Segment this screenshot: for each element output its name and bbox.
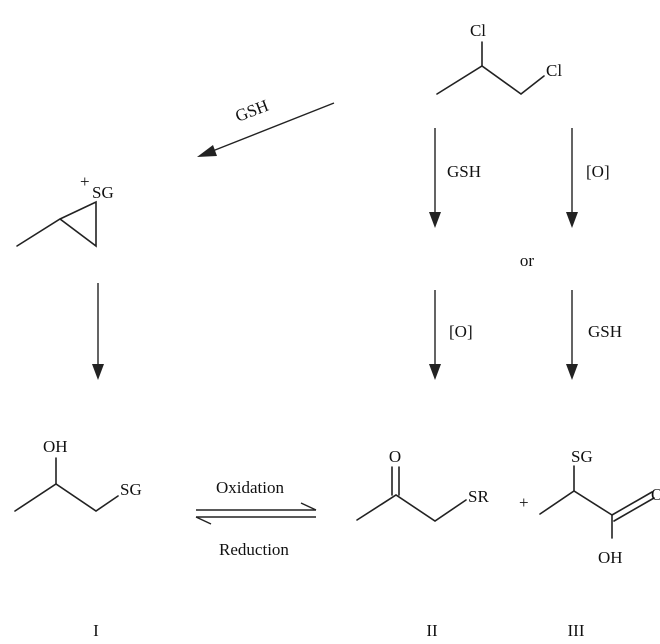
- plus-sign: +: [519, 493, 529, 512]
- equilibrium-arrows: Oxidation Reduction: [195, 478, 317, 559]
- arrow-gsh-left-head: [197, 145, 217, 157]
- product-III-carbonyl-b: [613, 497, 655, 522]
- product-III-oh: OH: [598, 548, 623, 567]
- product-III-sg: SG: [571, 447, 593, 466]
- arrow-oxid-upper-head: [566, 212, 578, 228]
- product-III-numeral: III: [568, 621, 585, 640]
- reagent-gsh-upper: GSH: [447, 162, 481, 181]
- label-or: or: [520, 251, 535, 270]
- reactant-skeleton: [436, 65, 545, 95]
- arrow-to-product-I-head: [92, 364, 104, 380]
- arrow-gsh-left: GSH: [197, 96, 335, 157]
- reagent-oxid-upper: [O]: [586, 162, 610, 181]
- product-I-numeral: I: [93, 621, 99, 640]
- reagent-oxid-lower: [O]: [449, 322, 473, 341]
- intermediate-charge: +: [80, 172, 90, 191]
- equilibrium-label-reduction: Reduction: [219, 540, 289, 559]
- intermediate-skeleton: [16, 200, 97, 248]
- product-II-numeral: II: [426, 621, 438, 640]
- reactant-atom-cl-right: Cl: [546, 61, 562, 80]
- reagent-gsh-left: GSH: [233, 96, 272, 126]
- arrow-oxid-lower: [O]: [429, 290, 473, 380]
- equilibrium-forward-barb: [300, 502, 317, 511]
- product-II-skeleton: [356, 494, 467, 522]
- arrow-gsh-upper-head: [429, 212, 441, 228]
- product-I-sg: SG: [120, 480, 142, 499]
- product-I-oh: OH: [43, 437, 68, 456]
- arrow-gsh-lower: GSH: [566, 290, 622, 380]
- intermediate-group-sg: SG: [92, 183, 114, 202]
- product-I: OH SG I: [14, 437, 142, 640]
- product-III-carbonyl-a: [611, 491, 653, 516]
- reagent-gsh-lower: GSH: [588, 322, 622, 341]
- arrow-gsh-upper: GSH: [429, 128, 481, 228]
- arrow-gsh-left-shaft: [209, 102, 335, 153]
- product-II-o: O: [389, 447, 401, 466]
- arrow-oxid-lower-head: [429, 364, 441, 380]
- equilibrium-label-oxidation: Oxidation: [216, 478, 284, 497]
- product-III: SG O OH III: [539, 447, 660, 640]
- intermediate-episulfonium: + SG: [16, 172, 114, 248]
- reactant-atom-cl-top: Cl: [470, 21, 486, 40]
- product-I-skeleton: [14, 483, 119, 512]
- arrow-to-product-I: [92, 283, 104, 380]
- arrow-oxid-upper: [O]: [566, 128, 610, 228]
- arrow-gsh-lower-head: [566, 364, 578, 380]
- product-II-sr: SR: [468, 487, 489, 506]
- equilibrium-reverse-barb: [195, 516, 212, 525]
- product-II: O SR II: [356, 447, 489, 640]
- reactant-dichloropropane: Cl Cl: [436, 21, 562, 95]
- product-III-skeleton: [539, 490, 613, 516]
- product-III-o: O: [651, 485, 660, 504]
